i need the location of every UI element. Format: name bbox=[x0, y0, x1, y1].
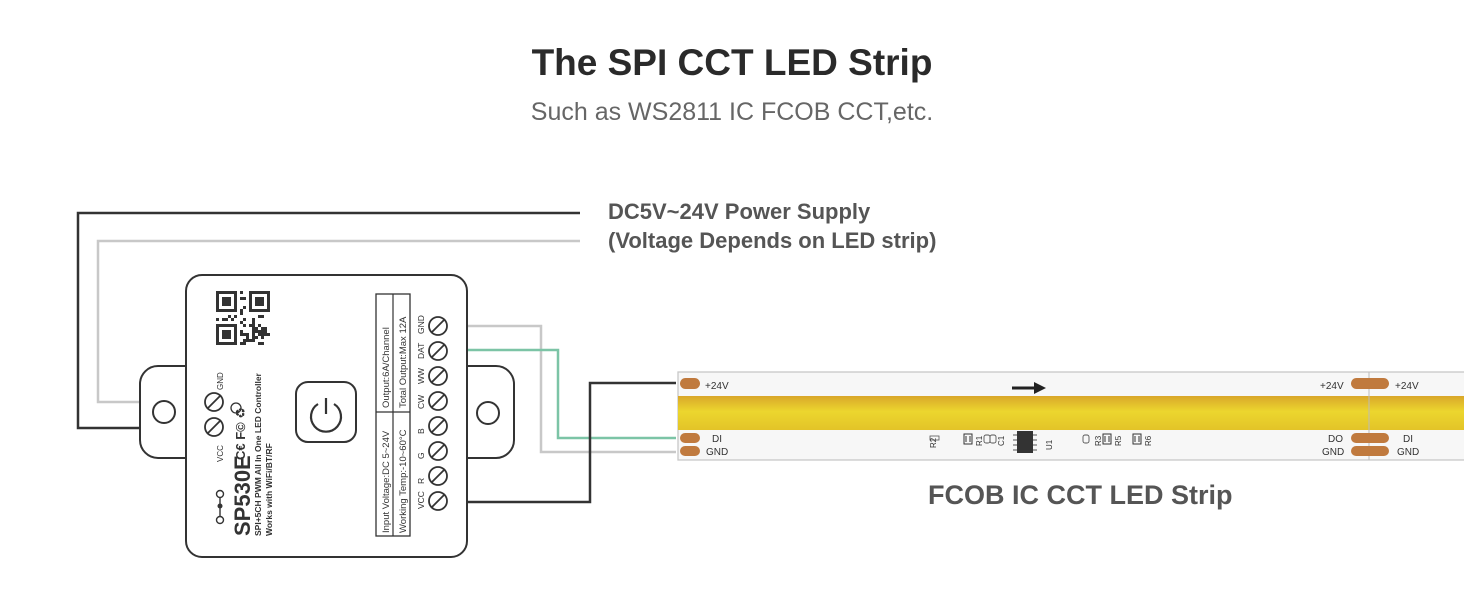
strip-cob-led bbox=[678, 396, 1464, 430]
terminal-label: B bbox=[416, 428, 426, 434]
terminal-label: CW bbox=[416, 395, 426, 409]
direction-arrow-icon bbox=[1012, 382, 1046, 394]
label-r3: R3 bbox=[1094, 435, 1103, 446]
spec-total-output: Total Output:Max 12A bbox=[398, 316, 409, 408]
terminal-label: WW bbox=[416, 368, 426, 384]
terminal-cw[interactable]: CW bbox=[416, 391, 448, 411]
label-24v-in: +24V bbox=[705, 381, 729, 392]
qr-code bbox=[216, 291, 270, 345]
label-u1: U1 bbox=[1045, 439, 1054, 450]
terminal-vcc[interactable]: VCC bbox=[416, 491, 448, 511]
label-24v-right: +24V bbox=[1395, 381, 1419, 392]
terminal-g[interactable]: G bbox=[416, 441, 448, 461]
pad-24v-out bbox=[1351, 378, 1389, 389]
spec-input-voltage: Input Voltage:DC 5~24V bbox=[381, 430, 392, 533]
pad-do bbox=[1351, 433, 1389, 443]
power-positive-wire bbox=[76, 211, 580, 430]
strip-name-label: FCOB IC CCT LED Strip bbox=[928, 480, 1233, 510]
strip-wires bbox=[466, 324, 676, 504]
terminal-ww[interactable]: WW bbox=[416, 366, 448, 386]
power-icon bbox=[309, 403, 343, 433]
terminal-block: GND DAT WW CW B G R VCC bbox=[416, 315, 448, 511]
mount-hole-right bbox=[476, 401, 500, 425]
gnd-wire bbox=[466, 324, 676, 454]
led-strip: +24V DI GND +24V +24V DO DI GND GND bbox=[677, 371, 1464, 461]
terminal-label: VCC bbox=[416, 491, 426, 509]
label-di-right: DI bbox=[1403, 434, 1413, 445]
dc-polarity-icon bbox=[215, 489, 225, 525]
certification-icons: C€ F© ♻ bbox=[233, 407, 248, 460]
dc-terminal-vcc[interactable] bbox=[204, 417, 224, 437]
dc-vcc-label: VCC bbox=[216, 445, 225, 462]
svg-text:C€ F© ♻: C€ F© ♻ bbox=[233, 407, 248, 460]
terminal-b[interactable]: B bbox=[416, 416, 448, 436]
ic-chip bbox=[1013, 431, 1037, 453]
page-title: The SPI CCT LED Strip bbox=[531, 42, 933, 83]
mount-hole-left bbox=[152, 400, 176, 424]
page-subtitle: Such as WS2811 IC FCOB CCT,etc. bbox=[530, 98, 934, 126]
smd-components bbox=[929, 431, 1142, 453]
terminal-r[interactable]: R bbox=[416, 466, 448, 486]
dc-terminal-gnd[interactable] bbox=[204, 392, 224, 412]
label-c1: C1 bbox=[997, 435, 1006, 446]
terminal-label: G bbox=[416, 452, 426, 459]
controller-desc: SPI+5CH PWM All In One LED Controller bbox=[253, 372, 263, 536]
label-gnd-right: GND bbox=[1397, 447, 1419, 458]
controller-desc-2: Works with WiFi/BT/RF bbox=[264, 443, 274, 536]
label-r5: R5 bbox=[1114, 435, 1123, 446]
controller: SP530E SPI+5CH PWM All In One LED Contro… bbox=[139, 274, 515, 558]
power-supply-note: (Voltage Depends on LED strip) bbox=[608, 228, 937, 253]
label-gnd-left: GND bbox=[1322, 447, 1344, 458]
spec-output: Output:6A/Channel bbox=[381, 327, 392, 408]
terminal-gnd[interactable]: GND bbox=[416, 315, 448, 336]
terminal-dat[interactable]: DAT bbox=[416, 341, 448, 361]
recycle-icon bbox=[230, 402, 242, 414]
power-button[interactable] bbox=[295, 381, 357, 443]
label-r1: R1 bbox=[975, 435, 984, 446]
pad-gnd-in bbox=[680, 446, 700, 456]
terminal-label: DAT bbox=[416, 343, 426, 359]
label-24v-left: +24V bbox=[1320, 381, 1344, 392]
controller-model: SP530E bbox=[230, 455, 255, 536]
dc-gnd-label: GND bbox=[216, 372, 225, 390]
pad-di-in bbox=[680, 433, 700, 443]
terminal-label: R bbox=[416, 478, 426, 484]
label-r2: R2 bbox=[929, 437, 938, 448]
label-r6: R6 bbox=[1144, 435, 1153, 446]
pad-gnd-out bbox=[1351, 446, 1389, 456]
terminal-label: GND bbox=[416, 315, 426, 334]
power-supply-label: DC5V~24V Power Supply bbox=[608, 199, 871, 224]
spec-working-temp: Working Temp:-10~60°C bbox=[398, 429, 409, 533]
spec-box: Output:6A/Channel Total Output:Max 12A I… bbox=[375, 293, 411, 537]
label-gnd-in: GND bbox=[706, 447, 728, 458]
data-wire bbox=[466, 348, 676, 440]
label-do: DO bbox=[1328, 434, 1343, 445]
pad-24v-in bbox=[680, 378, 700, 389]
label-di-in: DI bbox=[712, 434, 722, 445]
vcc-wire bbox=[466, 381, 676, 504]
